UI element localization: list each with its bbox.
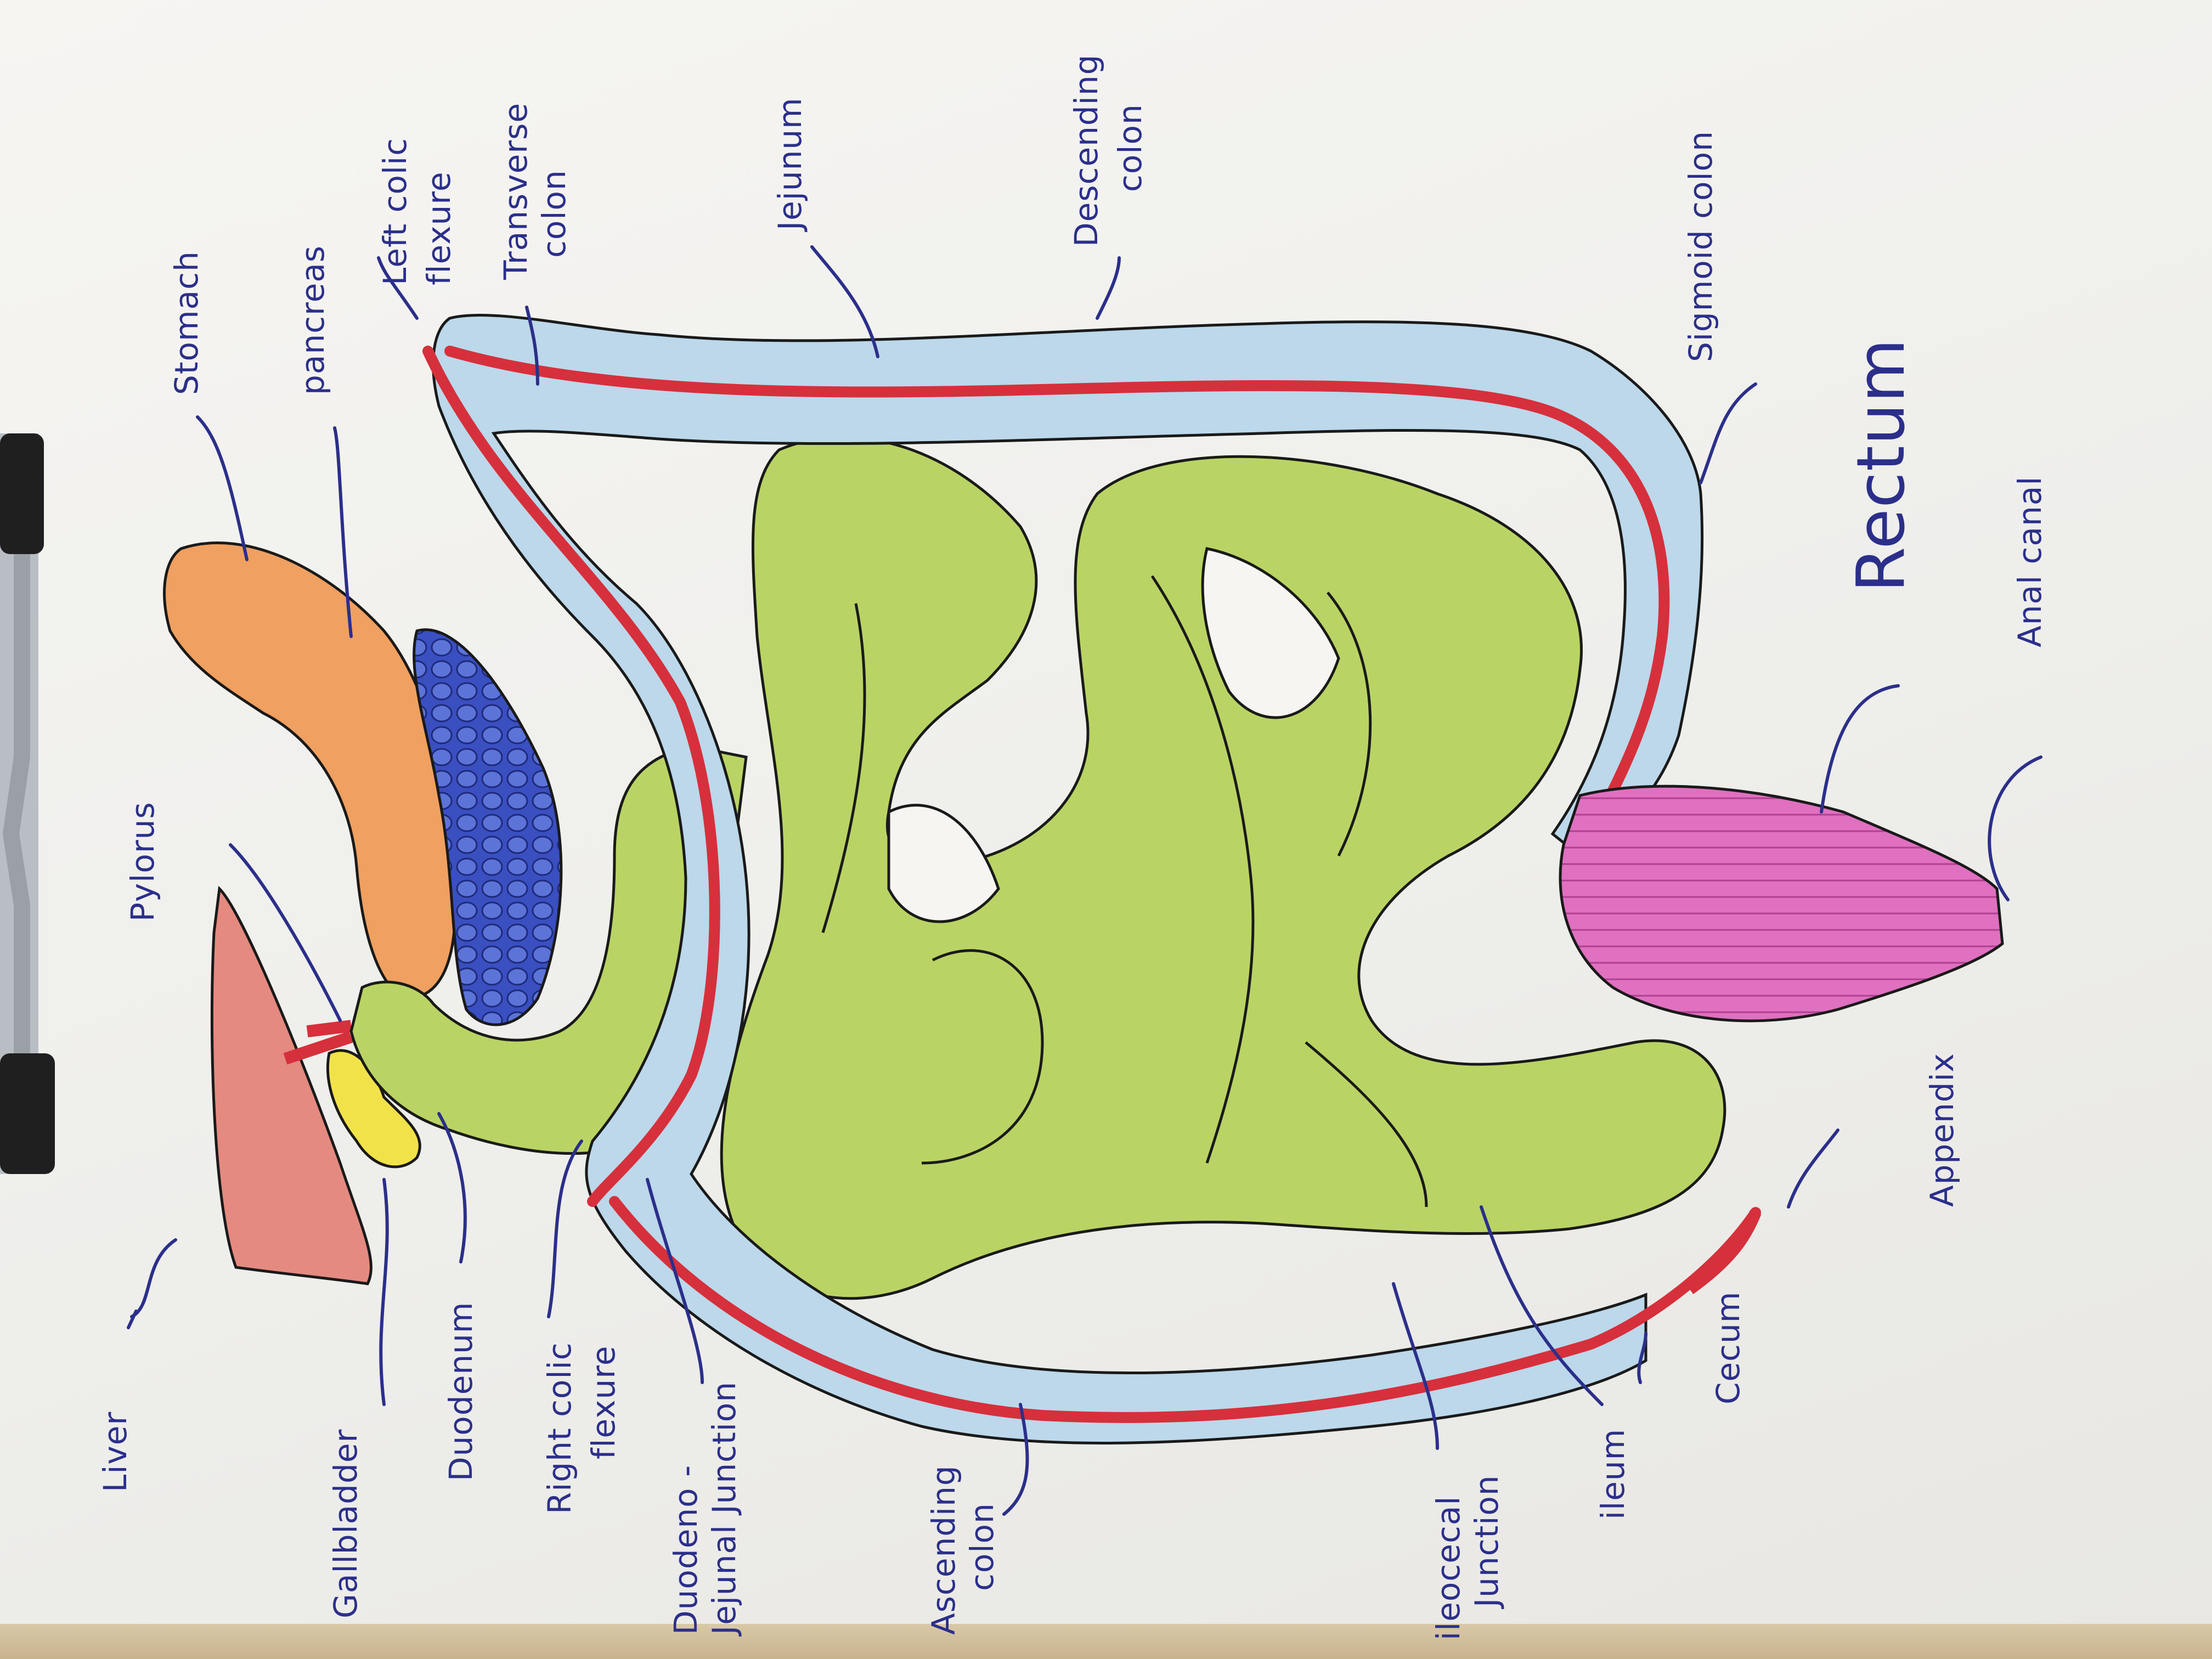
- label-duodenum: Duodenum: [442, 1302, 479, 1481]
- pancreas-shape: [413, 628, 563, 1026]
- label-left-colic-2: flexure: [420, 171, 458, 285]
- labels: Liver Gallbladder Duodenum Right colic f…: [97, 54, 2049, 1640]
- label-pylorus: Pylorus: [124, 802, 161, 922]
- label-arrows: [127, 245, 2042, 1516]
- label-jejunum: Jejunum: [771, 97, 809, 232]
- label-descending-1: Descending: [1068, 54, 1105, 247]
- liver-shape: [210, 885, 373, 1285]
- label-liver: Liver: [97, 1412, 134, 1492]
- colon: [422, 313, 1761, 1444]
- label-dj-1: Duodeno -: [667, 1465, 704, 1635]
- label-pancreas: pancreas: [294, 245, 331, 395]
- clipboard-clip: [0, 433, 55, 1174]
- label-anal-canal: Anal canal: [2011, 476, 2049, 647]
- label-descending-2: colon: [1111, 104, 1149, 192]
- table-edge: [0, 1624, 2212, 1659]
- label-cecum: Cecum: [1709, 1291, 1747, 1404]
- stomach-shape: [163, 541, 458, 1000]
- label-left-colic-1: Left colic: [376, 138, 414, 285]
- hepatic-vessel: [283, 1020, 353, 1065]
- label-ileocecal-1: ileocecal: [1430, 1496, 1467, 1640]
- label-transverse-1: Transverse: [497, 103, 534, 280]
- label-gallbladder: Gallbladder: [327, 1429, 364, 1618]
- label-right-colic-1: Right colic: [541, 1342, 578, 1514]
- label-dj-2: Jejunal Junction: [706, 1381, 743, 1637]
- small-intestine: [349, 436, 1726, 1300]
- appendix-vessel: [1686, 1210, 1762, 1294]
- label-ascending-1: Ascending: [925, 1465, 962, 1635]
- label-appendix: Appendix: [1923, 1053, 1961, 1207]
- label-ileocecal-2: Junction: [1468, 1475, 1505, 1609]
- label-stomach: Stomach: [168, 251, 205, 395]
- label-transverse-2: colon: [535, 170, 573, 258]
- label-right-colic-2: flexure: [585, 1345, 622, 1459]
- label-rectum: Rectum: [1843, 338, 1920, 592]
- label-ascending-2: colon: [963, 1503, 1001, 1591]
- label-sigmoid: Sigmoid colon: [1682, 131, 1719, 362]
- label-ileum: ileum: [1594, 1429, 1632, 1520]
- rectum-shape: [1559, 785, 2004, 1023]
